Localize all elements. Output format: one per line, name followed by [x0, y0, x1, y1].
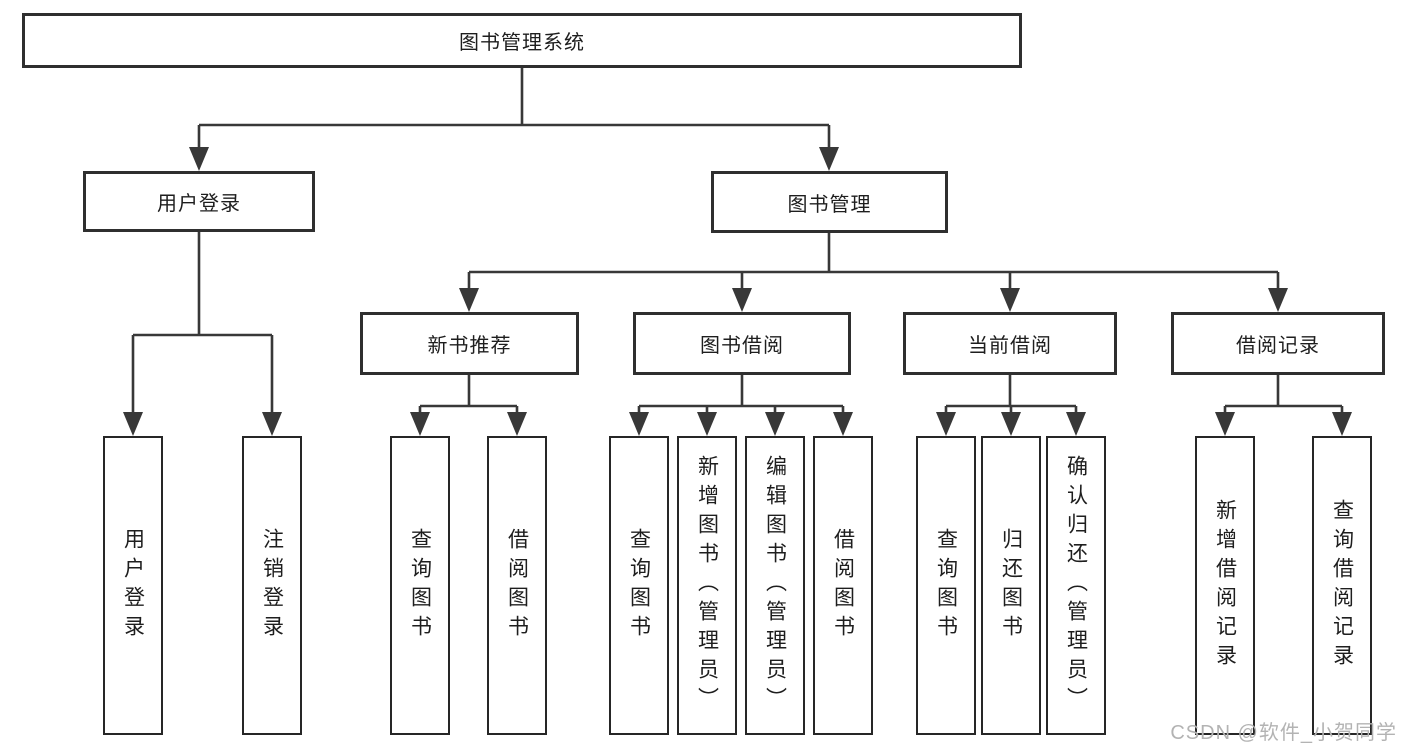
leaf-current-return-books: 归还图书 [981, 436, 1041, 735]
leaf-recommend-borrow-books: 借阅图书 [487, 436, 547, 735]
leaf-records-query-record-label: 查询借阅记录 [1330, 498, 1354, 673]
node-root-system: 图书管理系统 [22, 13, 1022, 68]
leaf-logout: 注销登录 [242, 436, 302, 735]
leaf-borrow-query-books-label: 查询图书 [627, 527, 651, 644]
node-current-borrow-label: 当前借阅 [968, 335, 1052, 357]
csdn-watermark: CSDN @软件_小贺同学 [1170, 722, 1397, 744]
leaf-records-add-record-label: 新增借阅记录 [1213, 498, 1237, 673]
leaf-current-confirm-return-admin-label: 确认归还（管理员） [1064, 455, 1088, 716]
node-user-login-label: 用户登录 [157, 193, 241, 215]
node-borrow-records: 借阅记录 [1171, 312, 1385, 375]
leaf-records-query-record: 查询借阅记录 [1312, 436, 1372, 735]
node-book-management-label: 图书管理 [787, 193, 872, 216]
leaf-borrow-edit-books-admin-label: 编辑图书（管理员） [763, 455, 787, 716]
leaf-borrow-edit-books-admin: 编辑图书（管理员） [745, 436, 805, 735]
node-user-login: 用户登录 [83, 171, 315, 232]
leaf-current-query-books: 查询图书 [916, 436, 976, 735]
node-new-book-recommend-label: 新书推荐 [427, 335, 512, 357]
leaf-current-return-books-label: 归还图书 [999, 527, 1023, 644]
leaf-borrow-add-books-admin-label: 新增图书（管理员） [695, 455, 719, 716]
node-book-borrow: 图书借阅 [633, 312, 851, 375]
leaf-logout-label: 注销登录 [260, 527, 284, 644]
leaf-current-confirm-return-admin: 确认归还（管理员） [1046, 436, 1106, 735]
leaf-borrow-add-books-admin: 新增图书（管理员） [677, 436, 737, 735]
node-book-borrow-label: 图书借阅 [700, 335, 784, 357]
arrow-down-icon [123, 147, 1352, 436]
leaf-recommend-query-books-label: 查询图书 [408, 527, 432, 644]
leaf-borrow-borrow-books: 借阅图书 [813, 436, 873, 735]
node-root-label: 图书管理系统 [459, 32, 585, 54]
node-book-management: 图书管理 [711, 171, 948, 233]
leaf-user-login-label: 用户登录 [121, 527, 145, 644]
leaf-current-query-books-label: 查询图书 [934, 527, 958, 644]
node-current-borrow: 当前借阅 [903, 312, 1117, 375]
leaf-borrow-borrow-books-label: 借阅图书 [831, 527, 855, 644]
leaf-recommend-borrow-books-label: 借阅图书 [505, 527, 529, 644]
leaf-records-add-record: 新增借阅记录 [1195, 436, 1255, 735]
leaf-borrow-query-books: 查询图书 [609, 436, 669, 735]
node-new-book-recommend: 新书推荐 [360, 312, 579, 375]
node-borrow-records-label: 借阅记录 [1236, 335, 1320, 357]
leaf-recommend-query-books: 查询图书 [390, 436, 450, 735]
leaf-user-login: 用户登录 [103, 436, 163, 735]
